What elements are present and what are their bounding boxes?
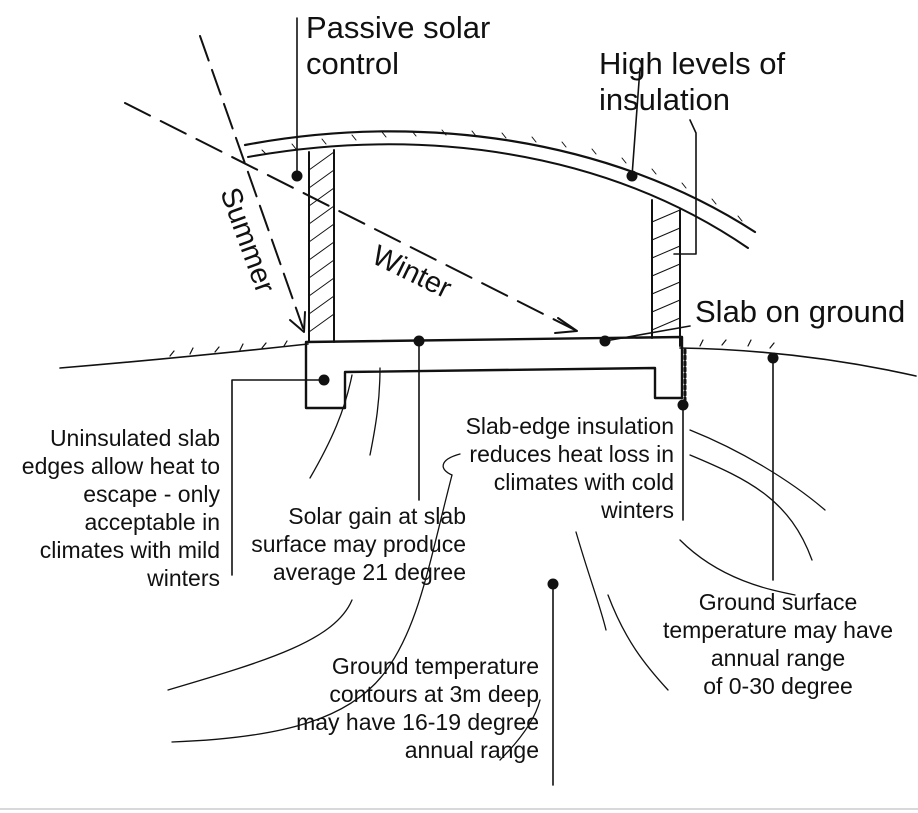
wall-left-hatch — [308, 151, 335, 333]
dot-uninsulated — [318, 374, 330, 386]
label-passive-solar: Passive solar control — [306, 10, 491, 81]
contour-6 — [607, 594, 669, 691]
label-solar-gain: Solar gain at slab surface may produce a… — [251, 503, 466, 586]
leader-uninsulated — [231, 379, 325, 576]
dot-solar-gain — [413, 335, 425, 347]
contour-4 — [171, 474, 453, 743]
contour-3 — [167, 599, 353, 691]
contour-1 — [309, 374, 353, 479]
contour-10 — [499, 699, 541, 761]
contour-8 — [689, 454, 813, 561]
label-slab-on-ground: Slab on ground — [695, 294, 906, 329]
contour-5 — [575, 531, 607, 631]
leader-curve-solar — [442, 453, 461, 476]
dot-ground-surface — [767, 352, 779, 364]
ground-line-right — [679, 347, 917, 377]
ground-line-left — [59, 343, 309, 369]
summer-label: Summer — [213, 183, 281, 297]
roof-outer — [243, 130, 757, 234]
leader-slab — [604, 325, 691, 342]
wall-right — [651, 199, 681, 347]
summer-ray — [199, 35, 304, 329]
roof-inner — [247, 143, 749, 249]
wall-right-hatch — [651, 209, 681, 331]
summer-arrowhead — [289, 311, 306, 333]
roof-insulation — [261, 129, 743, 222]
dot-passive-solar — [291, 170, 303, 182]
dot-insulation — [626, 170, 638, 182]
contour-9 — [679, 539, 796, 596]
label-insulation: High levels of insulation — [599, 46, 786, 117]
winter-ray — [124, 102, 576, 331]
label-slab-edge-insulation: Slab-edge insulation reduces heat loss i… — [465, 413, 674, 524]
contour-7 — [689, 429, 826, 511]
ground-grass-right — [699, 339, 775, 349]
slab-outline — [304, 335, 684, 410]
contour-2 — [369, 367, 381, 456]
dot-slab-edge — [677, 399, 689, 411]
label-uninsulated-edges: Uninsulated slab edges allow heat to esc… — [21, 425, 220, 592]
wall-left — [308, 149, 335, 343]
dot-slab — [599, 335, 611, 347]
winter-arrowhead — [554, 317, 578, 334]
leader-insulation — [631, 67, 697, 255]
label-ground-surface: Ground surface temperature may have annu… — [662, 589, 894, 700]
ground-grass-left — [169, 340, 288, 357]
label-ground-temperature: Ground temperature contours at 3m deep m… — [296, 653, 539, 764]
winter-label: Winter — [367, 240, 457, 306]
dot-ground-temp — [547, 578, 559, 590]
